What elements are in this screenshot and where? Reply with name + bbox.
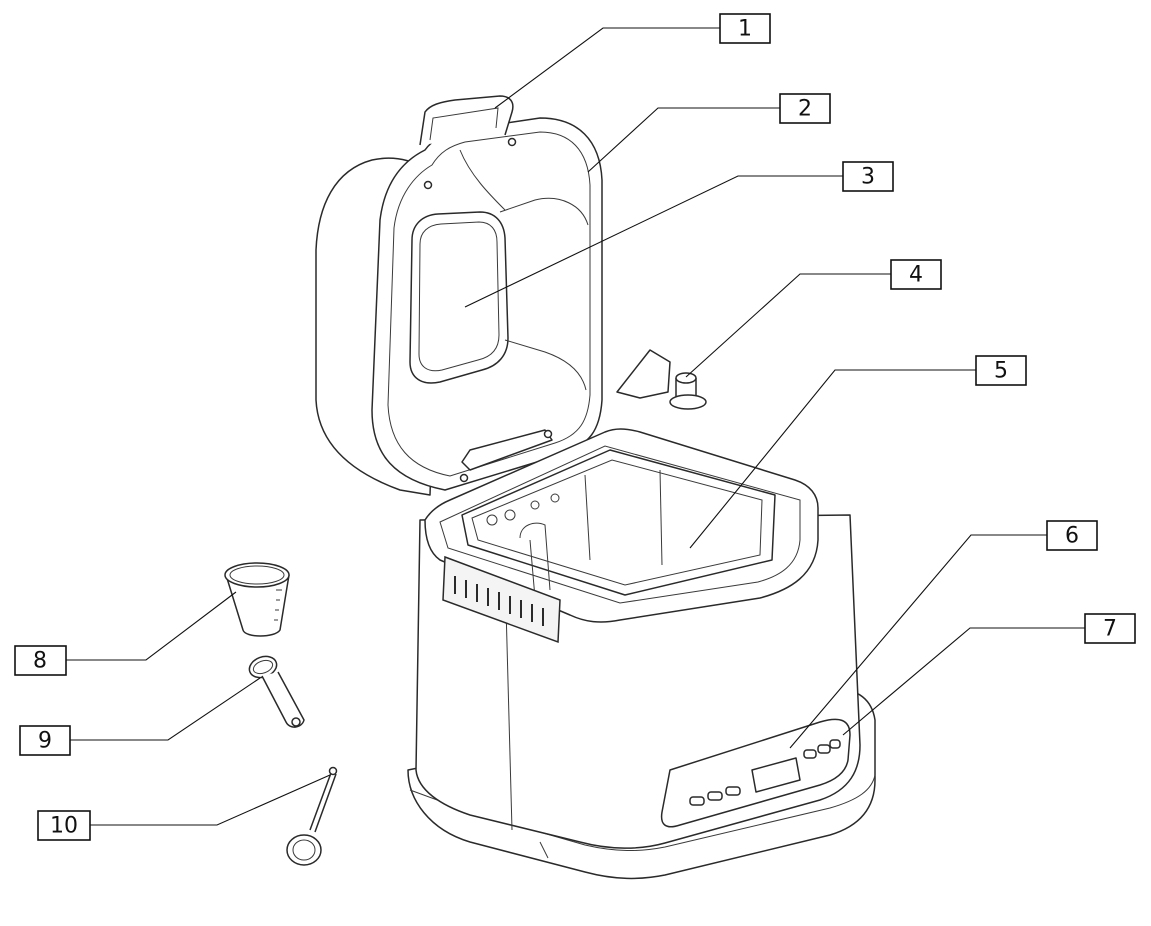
callout-3: 3 — [842, 161, 894, 192]
measuring-cup — [224, 562, 290, 637]
bread-pan — [461, 449, 776, 599]
callout-4: 4 — [890, 259, 942, 290]
leader-lines — [66, 27, 1085, 826]
callout-9: 9 — [19, 725, 71, 756]
panel-button-icon[interactable] — [829, 739, 841, 749]
control-panel — [689, 739, 841, 806]
callout-number: 10 — [50, 814, 78, 839]
callout-number: 2 — [798, 97, 812, 122]
callout-number: 1 — [738, 17, 752, 42]
callout-7: 7 — [1084, 613, 1136, 644]
panel-button-icon[interactable] — [817, 744, 831, 754]
paddle-hook — [286, 766, 338, 866]
callout-5: 5 — [975, 355, 1027, 386]
lid — [315, 95, 603, 496]
callout-number: 4 — [909, 263, 923, 288]
vent-grille — [442, 555, 561, 644]
callout-1: 1 — [719, 13, 771, 44]
kneading-paddle — [616, 349, 707, 410]
measuring-spoon — [248, 655, 305, 728]
callout-number: 3 — [861, 165, 875, 190]
panel-button-icon[interactable] — [689, 796, 705, 806]
callout-number: 6 — [1065, 524, 1079, 549]
panel-button-icon[interactable] — [707, 791, 723, 801]
callout-number: 8 — [33, 649, 47, 674]
callout-number: 7 — [1103, 617, 1117, 642]
callout-number: 9 — [38, 729, 52, 754]
panel-button-icon[interactable] — [725, 786, 741, 796]
callout-6: 6 — [1046, 520, 1098, 551]
callout-number: 5 — [994, 359, 1008, 384]
callout-10: 10 — [37, 810, 91, 841]
display-screen — [751, 757, 801, 793]
panel-button-icon[interactable] — [803, 749, 817, 759]
callout-8: 8 — [14, 645, 67, 676]
callout-2: 2 — [779, 93, 831, 124]
